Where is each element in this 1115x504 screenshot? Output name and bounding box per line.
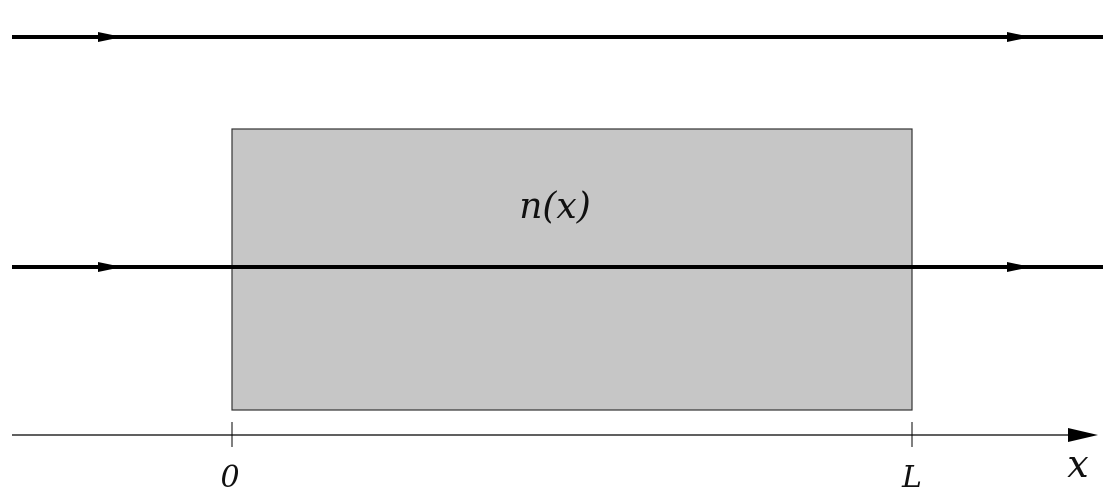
- x-axis-label: x: [1067, 442, 1088, 486]
- ray-middle-arrow-right: [1007, 262, 1031, 272]
- x-axis-tick-label-0: 0: [220, 460, 239, 495]
- ray-upper-arrow-right: [1007, 32, 1031, 42]
- ray-upper: [12, 32, 1103, 42]
- ray-upper-arrow-left: [98, 32, 122, 42]
- medium-label: n(x): [519, 186, 591, 227]
- ray-middle-arrow-left: [98, 262, 122, 272]
- ray-middle: [12, 262, 1103, 272]
- x-axis-tick-label-L: L: [901, 460, 922, 495]
- x-axis: [12, 422, 1098, 447]
- medium-block: [231, 128, 913, 411]
- x-axis-arrowhead: [1068, 428, 1098, 442]
